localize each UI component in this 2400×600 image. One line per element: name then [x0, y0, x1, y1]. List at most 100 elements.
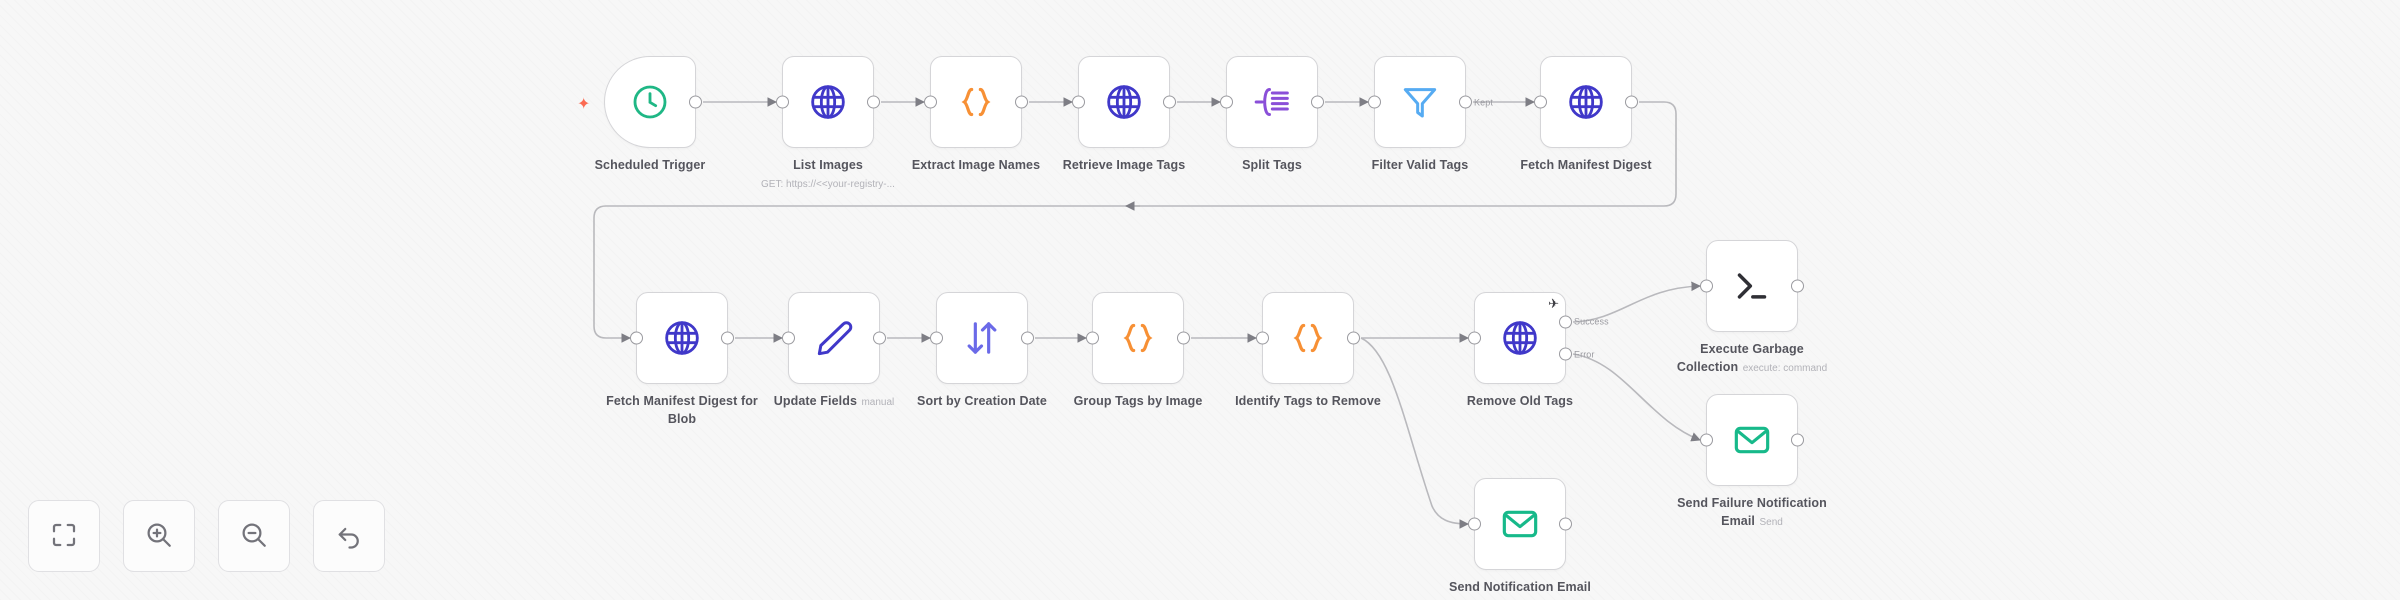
port-label-error: Error — [1574, 349, 1595, 360]
terminal-icon — [1732, 266, 1772, 306]
output-port[interactable] — [1791, 279, 1804, 293]
output-port[interactable] — [721, 331, 734, 345]
node-title: Update Fields — [773, 394, 857, 408]
node-caption: Identify Tags to Remove — [1224, 392, 1392, 410]
node-filter-valid-tags[interactable]: Kept Filter Valid Tags — [1368, 56, 1493, 172]
pin-icon: ✈ — [1548, 296, 1559, 311]
input-port[interactable] — [1368, 95, 1381, 109]
sort-arrows-icon — [962, 318, 1002, 358]
node-subtitle: GET: https://<<your-registry-... — [761, 179, 895, 190]
input-port[interactable] — [1220, 95, 1233, 109]
globe-icon — [1500, 318, 1540, 358]
node-title: Group Tags by Image — [1073, 394, 1203, 408]
output-port[interactable] — [1791, 433, 1804, 447]
node-caption: Fetch Manifest Digest for Blob — [598, 392, 766, 428]
node-extract-image-names[interactable]: Extract Image Names — [912, 56, 1040, 172]
input-port[interactable] — [1256, 331, 1269, 345]
input-port[interactable] — [776, 95, 789, 109]
input-port[interactable] — [1468, 517, 1481, 531]
input-port[interactable] — [630, 331, 643, 345]
output-port[interactable] — [1163, 95, 1176, 109]
node-sort-by-creation-date[interactable]: Sort by Creation Date — [917, 292, 1047, 408]
input-port[interactable] — [1086, 331, 1099, 345]
output-port[interactable] — [1625, 95, 1638, 109]
output-port[interactable] — [1021, 331, 1034, 345]
node-remove-old-tags[interactable]: ✈ Success Error Remove Old Tags — [1467, 292, 1609, 408]
globe-icon — [1104, 82, 1144, 122]
node-execute-garbage-collection[interactable]: Execute Garbage Collection execute: comm… — [1677, 240, 1827, 374]
output-port[interactable] — [1177, 331, 1190, 345]
node-title: Extract Image Names — [911, 158, 1041, 172]
edge-identify-to-notification — [1360, 337, 1469, 529]
node-caption: List Images GET: https://<<your-registry… — [744, 156, 912, 192]
node-update-fields[interactable]: Update Fields manual — [774, 292, 894, 408]
output-port[interactable] — [867, 95, 880, 109]
ai-sparkle-icon: ✦ — [577, 96, 591, 113]
node-split-tags[interactable]: Split Tags — [1220, 56, 1324, 172]
output-port[interactable]: Kept — [1459, 95, 1493, 109]
reset-button[interactable] — [313, 500, 385, 572]
node-caption: Send Failure Notification Email Send — [1668, 494, 1836, 530]
fit-view-button[interactable] — [28, 500, 100, 572]
code-braces-icon — [956, 82, 996, 122]
node-title: Retrieve Image Tags — [1062, 158, 1186, 172]
input-port[interactable] — [1534, 95, 1547, 109]
node-caption: Extract Image Names — [892, 156, 1060, 174]
output-port[interactable] — [1311, 95, 1324, 109]
funnel-icon — [1400, 82, 1440, 122]
output-port[interactable] — [1347, 331, 1360, 345]
edge-error-to-failure-email — [1572, 353, 1701, 442]
node-title: List Images — [793, 158, 863, 172]
zoom-out-button[interactable] — [218, 500, 290, 572]
node-title: Send Notification Email — [1449, 580, 1591, 594]
node-caption: Group Tags by Image — [1054, 392, 1222, 410]
node-fetch-manifest-digest[interactable]: Fetch Manifest Digest — [1520, 56, 1652, 172]
clock-icon — [630, 82, 670, 122]
output-port-success[interactable]: Success — [1559, 315, 1609, 329]
input-port[interactable] — [782, 331, 795, 345]
node-retrieve-image-tags[interactable]: Retrieve Image Tags — [1063, 56, 1185, 172]
node-title: Scheduled Trigger — [594, 158, 706, 172]
input-port[interactable] — [1700, 433, 1713, 447]
output-port[interactable] — [873, 331, 886, 345]
output-port[interactable] — [1559, 517, 1572, 531]
node-subtitle: Send — [1759, 517, 1783, 528]
zoom-out-icon — [239, 520, 269, 553]
input-port[interactable] — [1468, 331, 1481, 345]
output-port[interactable] — [689, 95, 702, 109]
input-port[interactable] — [1072, 95, 1085, 109]
node-caption: Fetch Manifest Digest — [1502, 156, 1670, 174]
code-braces-icon — [1288, 318, 1328, 358]
globe-icon — [1566, 82, 1606, 122]
pencil-icon — [814, 318, 854, 358]
canvas-toolbar — [28, 500, 385, 572]
node-title: Filter Valid Tags — [1371, 158, 1469, 172]
node-subtitle: execute: command — [1742, 363, 1828, 374]
node-title: Remove Old Tags — [1466, 394, 1574, 408]
node-send-notification-email[interactable]: Send Notification Email Send — [1449, 478, 1591, 594]
input-port[interactable] — [1700, 279, 1713, 293]
globe-icon — [808, 82, 848, 122]
input-port[interactable] — [924, 95, 937, 109]
node-caption: Retrieve Image Tags — [1040, 156, 1208, 174]
fit-view-icon — [49, 520, 79, 553]
zoom-in-button[interactable] — [123, 500, 195, 572]
node-send-failure-notification-email[interactable]: Send Failure Notification Email Send — [1677, 394, 1827, 528]
input-port[interactable] — [930, 331, 943, 345]
node-title: Execute Garbage Collection — [1676, 342, 1804, 374]
node-group-tags-by-image[interactable]: Group Tags by Image — [1074, 292, 1202, 408]
node-fetch-manifest-digest-for-blob[interactable]: Fetch Manifest Digest for Blob — [606, 292, 758, 426]
node-list-images[interactable]: List Images GET: https://<<your-registry… — [761, 56, 895, 190]
output-port-error[interactable]: Error — [1559, 347, 1594, 361]
node-caption: Sort by Creation Date — [898, 392, 1066, 410]
node-caption: Update Fields manual — [750, 392, 918, 410]
output-port[interactable] — [1015, 95, 1028, 109]
zoom-in-icon — [144, 520, 174, 553]
node-identify-tags-to-remove[interactable]: Identify Tags to Remove — [1235, 292, 1381, 408]
node-title: Fetch Manifest Digest for Blob — [606, 394, 758, 426]
node-scheduled-trigger[interactable]: ✦ Scheduled Trigger — [577, 56, 705, 172]
node-caption: Scheduled Trigger — [566, 156, 734, 174]
node-title: Split Tags — [1242, 158, 1302, 172]
envelope-icon — [1500, 504, 1540, 544]
